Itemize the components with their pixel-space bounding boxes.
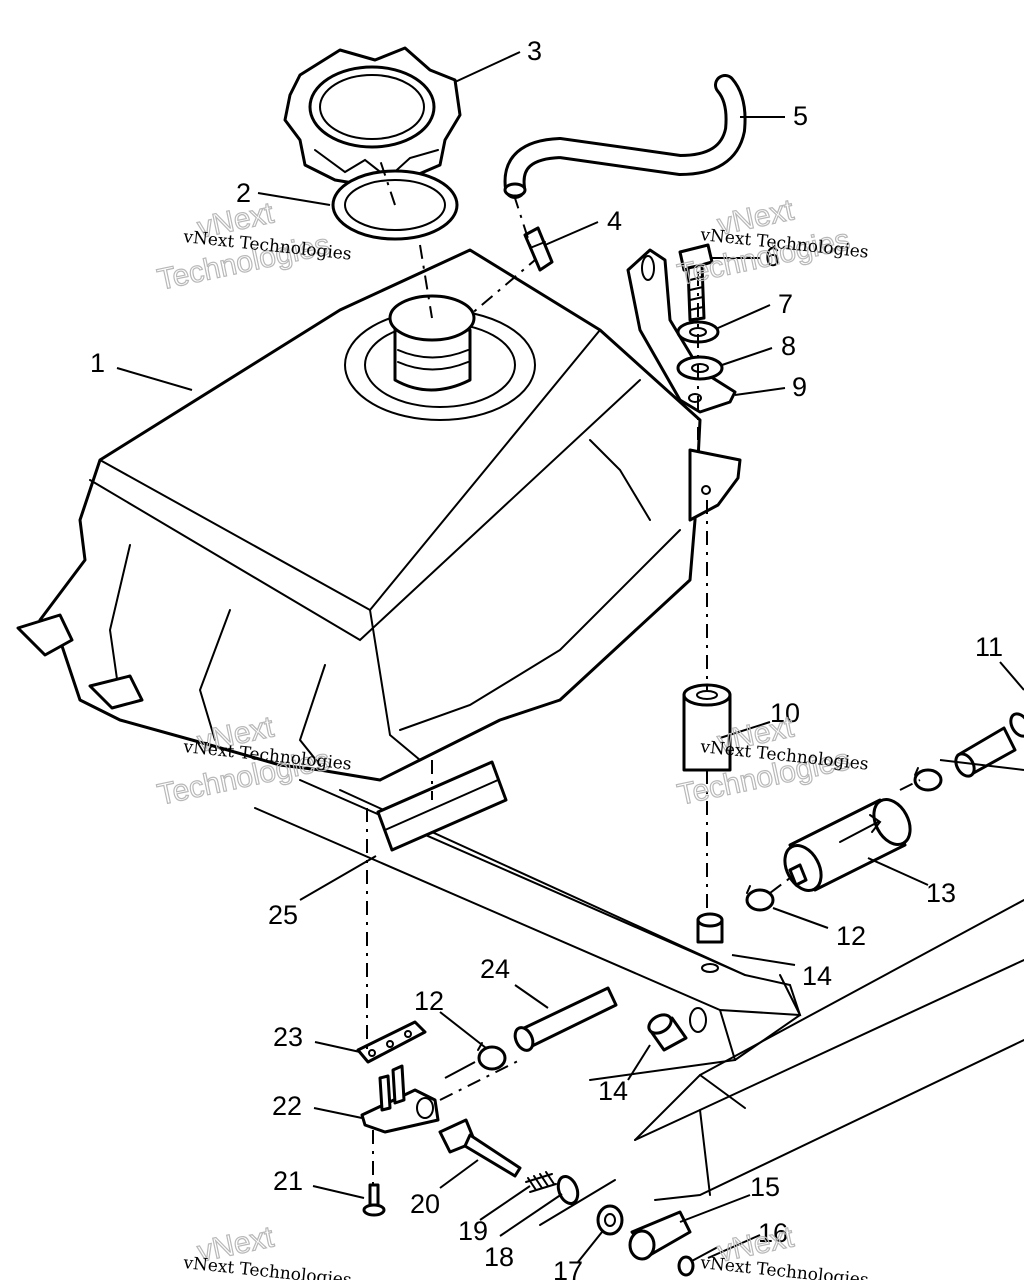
valve-knob: [628, 1210, 692, 1261]
callout-9: 9: [792, 372, 807, 402]
callout-11: 11: [975, 632, 1003, 662]
valve-stem: [438, 1118, 522, 1178]
watermark-top-right: vNext Technologies vNext Technologies: [674, 193, 870, 293]
callout-14-frame: 14: [802, 961, 832, 991]
spacer: [682, 683, 732, 772]
callout-12-filter: 12: [836, 921, 866, 951]
callout-17: 17: [553, 1256, 583, 1280]
flat-washer: [676, 355, 724, 381]
knob-screw: [677, 1247, 717, 1277]
callout-16: 16: [758, 1218, 788, 1248]
callout-4: 4: [607, 206, 622, 236]
callout-7: 7: [778, 289, 793, 319]
fuel-cap: [283, 46, 462, 197]
hose-clamp-middle: [745, 885, 775, 912]
valve-plate: [356, 1020, 427, 1064]
hose-clamp-upper: [913, 767, 943, 792]
callout-2: 2: [236, 178, 251, 208]
vent-hose: [503, 74, 747, 199]
hose-clamp-lower: [477, 1042, 507, 1071]
watermark-bottom-right: vNext vNext Technologies: [698, 1220, 869, 1280]
leader-lines: [116, 51, 1024, 1263]
callout-6: 6: [765, 242, 780, 272]
fuel-line: [513, 986, 618, 1052]
frame-main-rail: [539, 899, 1024, 1226]
watermark-small: vNext Technologies: [698, 1253, 869, 1280]
callout-15: 15: [750, 1172, 780, 1202]
callout-3: 3: [527, 36, 542, 66]
callout-24: 24: [480, 954, 510, 984]
grommet-lower: [647, 1007, 707, 1052]
center-lines: [366, 159, 921, 1185]
callout-12-valve: 12: [414, 986, 444, 1016]
valve-screw: [362, 1183, 386, 1217]
tank-pad: [376, 760, 508, 852]
callout-numbers: 1 2 3 4 5 6 7 8 9 10 11 12 12 13 14 14 1…: [90, 36, 1003, 1280]
callout-23: 23: [273, 1022, 303, 1052]
mounting-bolt: [678, 243, 714, 322]
vent-fitting: [523, 226, 554, 272]
fuel-valve: [360, 1064, 440, 1134]
fuel-filter: [783, 798, 912, 892]
callout-25: 25: [268, 900, 298, 930]
callout-5: 5: [793, 101, 808, 131]
callout-21: 21: [273, 1166, 303, 1196]
callout-19: 19: [458, 1216, 488, 1246]
callout-13: 13: [926, 878, 956, 908]
callout-14-lower: 14: [598, 1076, 628, 1106]
watermark-small: vNext Technologies: [181, 1253, 352, 1280]
callout-8: 8: [781, 331, 796, 361]
callout-18: 18: [484, 1242, 514, 1272]
bushing: [596, 1204, 624, 1236]
watermark-top-left: vNext Technologies vNext Technologies: [154, 196, 353, 298]
callout-10: 10: [770, 698, 800, 728]
callout-1: 1: [90, 348, 105, 378]
callout-22: 22: [272, 1091, 302, 1121]
callout-20: 20: [410, 1189, 440, 1219]
fuel-tank: [16, 248, 742, 782]
valve-washer: [556, 1174, 580, 1206]
valve-spring: [525, 1171, 557, 1193]
grommet-upper: [696, 912, 724, 973]
mount-bracket: [626, 248, 737, 414]
watermark-bottom-left: vNext vNext Technologies: [181, 1220, 352, 1280]
